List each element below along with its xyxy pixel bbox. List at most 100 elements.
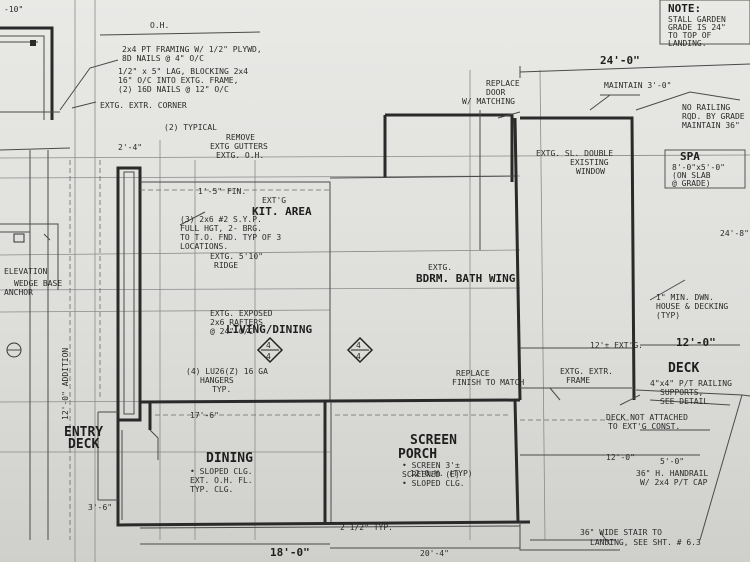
- dim-maintain-3-0: MAINTAIN 3'-0": [604, 81, 671, 90]
- svg-text:HANGERS: HANGERS: [200, 376, 234, 385]
- min-down-note: 1" MIN. DWN. HOUSE & DECKING (TYP): [656, 293, 728, 320]
- fin-label: 1'-5" FIN.: [198, 187, 246, 196]
- detail-marker: 4 4: [346, 336, 374, 364]
- screen-porch-label: SCREEN PORCH: [398, 433, 457, 462]
- beam-note: (3) 2x6 #2 S.Y.P. FULL HGT, 2- BRG. TO T…: [180, 215, 281, 251]
- svg-text:• SLOPED CLG.: • SLOPED CLG.: [190, 467, 253, 476]
- note-line: GRADE IS 24": [668, 23, 726, 32]
- dim-5-0: 5'-0": [660, 457, 684, 466]
- svg-text:RIDGE: RIDGE: [214, 261, 238, 270]
- svg-text:REPLACE: REPLACE: [486, 79, 520, 88]
- svg-text:NO RAILING: NO RAILING: [682, 103, 730, 112]
- svg-text:SUPPORTS,: SUPPORTS,: [660, 388, 703, 397]
- railing-note: 4"x4" P/T RAILING SUPPORTS, SEE DETAIL: [650, 379, 732, 406]
- dim-12-0-right: 12'-0": [676, 336, 716, 349]
- dim-24-0: 24'-0": [600, 54, 640, 67]
- svg-text:MAINTAIN 36": MAINTAIN 36": [682, 121, 740, 130]
- svg-text:SPA: SPA: [680, 150, 700, 163]
- svg-text:DECK: DECK: [68, 437, 99, 452]
- detail-marker-number: 4: [356, 341, 361, 350]
- svg-text:FINISH TO MATCH: FINISH TO MATCH: [452, 378, 524, 387]
- dim-12-oh: 12'O.H. (TYP): [410, 469, 473, 478]
- dining-notes: • SLOPED CLG. EXT. O.H. FL. TYP. CLG.: [190, 467, 253, 494]
- svg-text:(TYP): (TYP): [656, 311, 680, 320]
- note-line: STALL GARDEN: [668, 15, 726, 24]
- dim-17-6: 17'-6": [190, 411, 219, 420]
- dim-12-ext: 12'± EXT'G.: [590, 341, 643, 350]
- svg-text:DOOR: DOOR: [486, 88, 505, 97]
- handrail-note: 36" H. HANDRAIL W/ 2x4 P/T CAP: [636, 469, 708, 487]
- spa-label: SPA 8'-0"x5'-0" (ON SLAB @ GRADE): [672, 150, 725, 188]
- svg-text:(3) 2x6 #2 S.Y.P.: (3) 2x6 #2 S.Y.P.: [180, 215, 262, 224]
- svg-text:• SLOPED CLG.: • SLOPED CLG.: [402, 479, 465, 488]
- svg-text:EXTG. O.H.: EXTG. O.H.: [216, 151, 264, 160]
- not-attached-note: DECK NOT ATTACHED TO EXT'G CONST.: [606, 413, 688, 431]
- svg-text:TYP. CLG.: TYP. CLG.: [190, 485, 233, 494]
- remove-gutters-note: REMOVE EXTG GUTTERS EXTG. O.H.: [210, 133, 268, 160]
- svg-text:EXTG. 5'10": EXTG. 5'10": [210, 252, 263, 261]
- svg-text:WEDGE BASE: WEDGE BASE: [14, 279, 62, 288]
- svg-text:8'-0"x5'-0": 8'-0"x5'-0": [672, 163, 725, 172]
- hangers-note: (4) LU26(Z) 16 GA HANGERS TYP.: [186, 367, 268, 394]
- dim-top-left: -10": [4, 5, 23, 14]
- svg-text:W/ MATCHING: W/ MATCHING: [462, 97, 515, 106]
- typical-label: (2) TYPICAL: [164, 123, 217, 132]
- exposed-rafters-note: EXTG. EXPOSED 2x6 RAFTERS @ 24" O/C: [210, 309, 273, 336]
- dimension-lines: [29, 31, 750, 549]
- detail-marker: 4 4: [256, 336, 284, 364]
- svg-text:16" O/C INTO EXTG. FRAME,: 16" O/C INTO EXTG. FRAME,: [118, 76, 238, 85]
- svg-text:4"x4" P/T RAILING: 4"x4" P/T RAILING: [650, 379, 732, 388]
- general-note: NOTE: STALL GARDEN GRADE IS 24" TO TOP O…: [668, 2, 726, 48]
- no-railing-note: NO RAILING RQD. BY GRADE MAINTAIN 36": [682, 103, 745, 130]
- dim-20-4: 20'-4": [420, 549, 449, 558]
- blocking-note: 1/2" x 5" LAG, BLOCKING 2x4 16" O/C INTO…: [118, 67, 248, 94]
- svg-text:EXTG GUTTERS: EXTG GUTTERS: [210, 142, 268, 151]
- dim-left-addition: 12'-0" ADDITION: [61, 348, 70, 420]
- detail-marker-sheet: 4: [266, 352, 271, 361]
- svg-text:FRAME: FRAME: [566, 376, 590, 385]
- section-detail-top-left: [0, 26, 71, 358]
- svg-text:1" MIN. DWN.: 1" MIN. DWN.: [656, 293, 714, 302]
- deck-label: DECK: [668, 361, 699, 376]
- typ-dimension: 2 1/2" TYP.: [340, 523, 393, 532]
- bdrm-bath-wing-label: EXTG. BDRM. BATH WING: [416, 263, 516, 285]
- svg-text:EXTG. SL. DOUBLE: EXTG. SL. DOUBLE: [536, 149, 613, 158]
- svg-text:LOCATIONS.: LOCATIONS.: [180, 242, 228, 251]
- dim-12-0-porch: 12'-0": [606, 453, 635, 462]
- note-line: TO TOP OF: [668, 31, 712, 40]
- dim-3-6: 3'-6": [88, 503, 112, 512]
- replace-finish-note: REPLACE FINISH TO MATCH: [452, 369, 524, 387]
- note-title: NOTE:: [668, 2, 701, 15]
- dashed-overhangs: [69, 160, 632, 540]
- kit-area-label: EXT'G KIT. AREA: [252, 196, 312, 218]
- building-walls: [97, 91, 750, 551]
- extg-frame-note: EXTG. EXTR. FRAME: [560, 367, 613, 385]
- svg-text:1/2" x 5" LAG, BLOCKING 2x4: 1/2" x 5" LAG, BLOCKING 2x4: [118, 67, 248, 76]
- ridge-label: EXTG. 5'10" RIDGE: [210, 252, 263, 270]
- svg-text:REMOVE: REMOVE: [226, 133, 255, 142]
- svg-text:SEE DETAIL: SEE DETAIL: [660, 397, 708, 406]
- svg-text:EXT'G: EXT'G: [262, 196, 286, 205]
- svg-text:ENTRY: ENTRY: [64, 425, 103, 440]
- svg-text:SCREEN: SCREEN: [410, 433, 457, 448]
- spa-box: [664, 149, 746, 189]
- svg-text:@ 24" O/C: @ 24" O/C: [210, 327, 254, 336]
- dim-2-4: 2'-4": [118, 143, 142, 152]
- dim-24-8: 24'-8": [720, 229, 749, 238]
- dim-18-0: 18'-0": [270, 546, 310, 559]
- extg-corner-label: EXTG. EXTR. CORNER: [100, 101, 187, 110]
- porch-notes: • SCREEN 3'± SCREENED (E) • SLOPED CLG.: [402, 461, 465, 488]
- svg-text:36" H. HANDRAIL: 36" H. HANDRAIL: [636, 469, 708, 478]
- svg-text:WINDOW: WINDOW: [576, 167, 605, 176]
- svg-text:(2) 16D NAILS @ 12" O/C: (2) 16D NAILS @ 12" O/C: [118, 85, 229, 94]
- svg-text:TO EXT'G CONST.: TO EXT'G CONST.: [608, 422, 680, 431]
- svg-text:TYP.: TYP.: [212, 385, 231, 394]
- leader-lines: [59, 59, 686, 546]
- svg-text:REPLACE: REPLACE: [456, 369, 490, 378]
- svg-text:(ON SLAB: (ON SLAB: [672, 171, 711, 180]
- svg-text:EXTG. EXTR.: EXTG. EXTR.: [560, 367, 613, 376]
- framing-note: 2x4 PT FRAMING W/ 1/2" PLYWD, 8D NAILS @…: [122, 45, 262, 63]
- living-dining-label: LIVING/DINING: [226, 323, 312, 336]
